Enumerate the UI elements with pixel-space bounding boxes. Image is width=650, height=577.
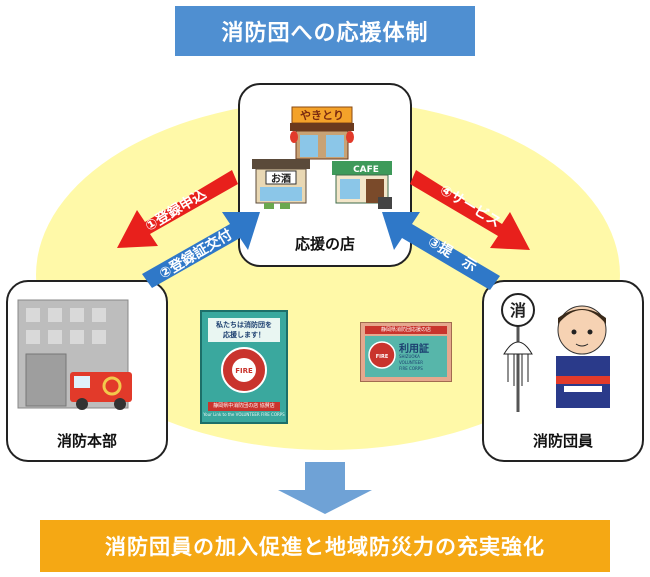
yakitori-sign: やきとり	[300, 109, 344, 122]
card-sub2: VOLUNTEER	[399, 360, 424, 365]
fire-emblem-icon: FIRE	[221, 347, 267, 393]
shop-node: やきとり お酒 CAFE 応援の店	[238, 83, 412, 267]
arrow-issue-label: ②登録証交付	[156, 226, 235, 283]
poster-subfooter: Your Link to the VOLUNTEER FIRE CORPS	[203, 412, 285, 417]
card-emblem-text: FIRE	[376, 354, 389, 360]
cafe-shop-icon: CAFE	[332, 161, 392, 209]
arrow-register-label: ①登録申込	[142, 185, 209, 235]
hq-node: 消防本部	[6, 280, 168, 462]
arrow-service-label: ④サービス	[437, 182, 503, 231]
card-sub3: FIRE CORPS	[399, 366, 423, 371]
member-node: 消 消防団員	[482, 280, 644, 462]
outcome-banner: 消防団員の加入促進と地域防災力の充実強化	[40, 520, 610, 572]
member-illustration: 消	[501, 293, 610, 412]
card-main-text: 利用証	[399, 344, 429, 355]
shop-label: 応援の店	[294, 235, 355, 253]
yakitori-shop-icon: やきとり	[290, 106, 354, 160]
poster-line2: 応援します！	[223, 331, 265, 339]
hq-label: 消防本部	[56, 432, 117, 450]
poster-line1: 私たちは消防団を	[216, 321, 272, 329]
fire-station-illustration	[17, 299, 132, 410]
diagram-title: 消防団への応援体制	[175, 6, 475, 56]
support-poster: 私たちは消防団を 応援します！ FIRE 静岡県中消防団の店 協賛店 Your …	[200, 310, 288, 424]
poster-footer: 静岡県中消防団の店 協賛店	[208, 402, 280, 411]
card-emblem-icon: FIRE	[368, 341, 396, 369]
member-badge: 消	[510, 301, 526, 320]
card-sub1: SHIZUOKA	[399, 354, 420, 359]
member-card: 静岡県消防団応援の店 FIRE 利用証 SHIZUOKA VOLUNTEER F…	[360, 322, 452, 382]
sake-sign: お酒	[271, 172, 291, 185]
cafe-sign: CAFE	[353, 165, 379, 175]
card-top-text: 静岡県消防団応援の店	[365, 326, 447, 334]
member-label: 消防団員	[532, 432, 593, 450]
fire-truck-icon	[70, 372, 132, 410]
down-arrow	[278, 462, 372, 514]
sake-shop-icon: お酒	[252, 159, 310, 209]
shop-illustration: やきとり お酒 CAFE	[252, 106, 392, 209]
poster-emblem-text: FIRE	[235, 367, 253, 375]
